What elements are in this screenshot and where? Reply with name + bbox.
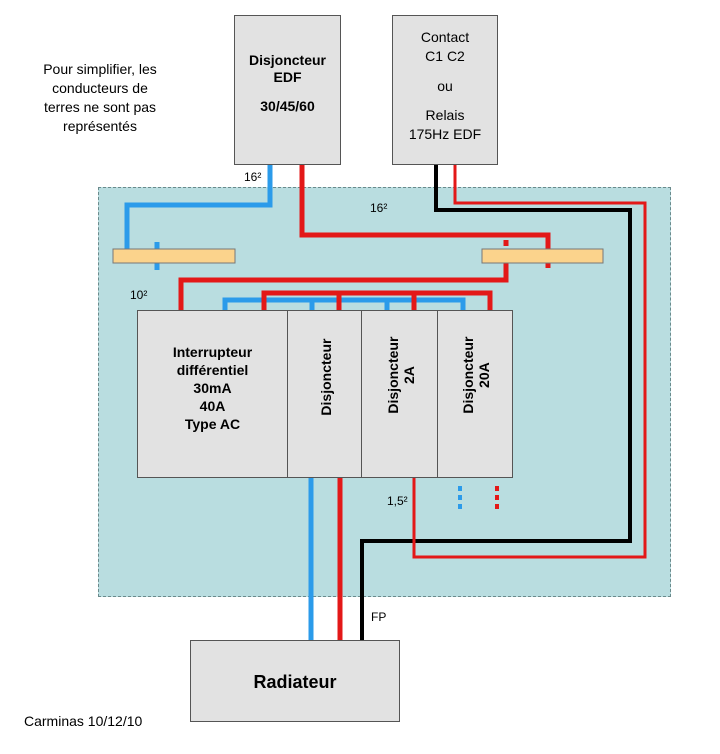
wire-label-top-16: 16²	[244, 170, 262, 184]
main-breaker-rating: 30/45/60	[260, 98, 315, 114]
differential-type: Type AC	[184, 416, 241, 432]
author-credit: Carminas 10/12/10	[24, 713, 143, 729]
right-busbar	[481, 248, 604, 264]
note-line-4: représentés	[63, 118, 137, 134]
breaker-20a-rating: 20A	[476, 362, 492, 388]
relay-label: Relais	[425, 107, 465, 123]
neutral-comb	[222, 297, 466, 310]
contact-box: Contact C1 C2 ou Relais 175Hz EDF	[392, 15, 498, 165]
note-line-1: Pour simplifier, les	[43, 61, 157, 77]
wire-label-panel-16: 16²	[370, 201, 388, 215]
breaker-2a-rating: 2A	[401, 366, 417, 385]
note-line-2: conducteurs de	[52, 80, 148, 96]
pilot-wire	[360, 165, 632, 640]
breaker-20a-label: Disjoncteur	[459, 336, 476, 414]
main-breaker-label: Disjoncteur	[248, 52, 326, 68]
phase-comb	[261, 290, 493, 310]
radiator-box: Radiateur	[190, 640, 400, 722]
radiator-label: Radiateur	[253, 672, 337, 692]
left-busbar	[112, 248, 236, 264]
contact-or: ou	[437, 78, 453, 94]
note-text: Pour simplifier, les conducteurs de terr…	[20, 60, 180, 136]
neutral-supply-wire	[124, 165, 273, 262]
contact-return-wire	[412, 165, 647, 559]
note-line-3: terres ne sont pas	[43, 99, 157, 115]
main-breaker-box: Disjoncteur EDF 30/45/60	[234, 15, 341, 165]
differential-rating: 40A	[199, 398, 226, 414]
breaker-radiator-box: Disjoncteur	[287, 310, 362, 478]
main-breaker-provider: EDF	[273, 69, 302, 85]
contact-label: Contact	[420, 29, 470, 45]
breaker-radiator-label: Disjoncteur	[317, 338, 334, 416]
differential-sensitivity: 30mA	[193, 380, 232, 396]
differential-line-2: différentiel	[176, 362, 249, 378]
breaker-2a-label: Disjoncteur	[384, 336, 401, 414]
phase-to-differential-wire	[178, 264, 509, 310]
differential-switch-box: Interrupteur différentiel 30mA 40A Type …	[137, 310, 288, 478]
breaker-20a-box: Disjoncteur 20A	[437, 310, 513, 478]
wire-label-1-5: 1,5²	[387, 494, 408, 508]
differential-line-1: Interrupteur	[172, 344, 253, 360]
contact-terminals: C1 C2	[425, 48, 465, 64]
relay-frequency: 175Hz EDF	[408, 126, 482, 142]
wire-label-left-10: 10²	[130, 288, 148, 302]
breaker-2a-box: Disjoncteur 2A	[361, 310, 438, 478]
wire-label-fp: FP	[371, 610, 387, 624]
